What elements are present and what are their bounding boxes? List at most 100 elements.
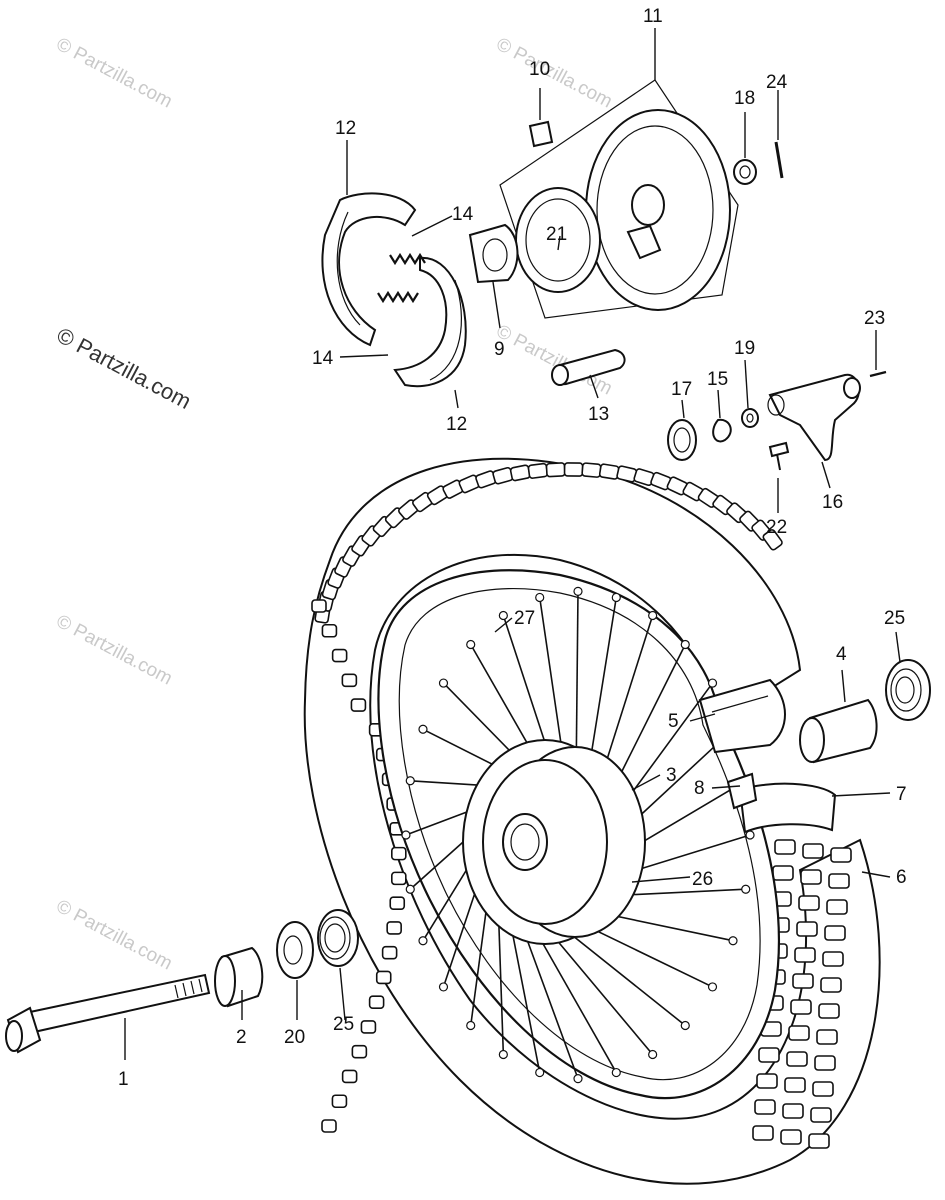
tread-block <box>350 698 367 712</box>
spacer-2-end <box>214 955 236 1007</box>
spoke-nipple <box>466 1020 476 1031</box>
tread-block <box>321 623 338 638</box>
brake-arm-16-hole <box>767 394 785 416</box>
callout-6: 6 <box>896 867 907 888</box>
callout-15: 15 <box>707 369 728 390</box>
tread-block <box>762 529 783 551</box>
tread-block <box>581 462 602 478</box>
tread-block <box>796 921 818 937</box>
bearing-25-left <box>317 909 359 967</box>
spoke-nipple <box>418 724 428 734</box>
tread-block <box>830 847 852 863</box>
tread-block <box>792 973 814 989</box>
callout-19: 19 <box>734 338 755 359</box>
tread-block <box>545 462 566 478</box>
hub-center <box>502 813 548 871</box>
callout-4: 4 <box>836 644 847 665</box>
spoke-nipple <box>741 884 751 894</box>
tread-block <box>786 1051 808 1067</box>
brake-panel-rim <box>596 125 714 295</box>
tread-block <box>818 1003 840 1019</box>
brake-cam-13-head <box>551 364 569 386</box>
spoke-nipple <box>648 610 658 621</box>
rim-band-tab <box>726 772 758 810</box>
callout-1: 1 <box>118 1069 129 1090</box>
tread-block <box>598 463 620 480</box>
brake-arm-16-clevis <box>843 377 861 399</box>
callout-16: 16 <box>822 492 843 513</box>
callout-13: 13 <box>588 404 609 425</box>
spoke-nipple <box>680 639 690 650</box>
spoke-nipple <box>680 1020 690 1031</box>
spoke-nipple <box>438 678 449 688</box>
tread-block <box>820 977 842 993</box>
tread-block <box>782 1103 804 1119</box>
callout-17: 17 <box>671 379 692 400</box>
spoke-nipple <box>573 586 583 596</box>
rim-band <box>738 782 837 834</box>
tread-block <box>788 1025 810 1041</box>
spoke-nipple <box>405 884 415 894</box>
callout-26: 26 <box>692 869 713 890</box>
axle-shaft <box>28 973 211 1034</box>
spoke-nipple <box>611 1067 621 1078</box>
wheel-assembly <box>303 457 881 1185</box>
tube-valve-section <box>698 678 786 754</box>
tread-block <box>381 945 398 960</box>
spoke-nipple <box>401 830 411 840</box>
spoke-nipple <box>535 592 545 603</box>
spoke-nipple <box>466 639 476 650</box>
bearing-25-right-race <box>890 668 922 712</box>
collar-4 <box>808 698 878 764</box>
tread-block <box>391 871 407 886</box>
callout-14-lower: 14 <box>312 348 334 369</box>
wear-indicator-17-inner <box>673 427 691 453</box>
bushing-10 <box>528 120 554 148</box>
spoke-nipple <box>707 678 718 688</box>
tread-block <box>389 896 406 910</box>
spoke-nipple <box>405 776 415 786</box>
callout-27: 27 <box>514 608 535 629</box>
callout-2: 2 <box>236 1027 247 1048</box>
cotter-pin-24 <box>774 141 784 179</box>
tread-block <box>386 921 402 935</box>
speedometer-gear-9-face <box>482 238 508 272</box>
tread-block <box>800 869 822 885</box>
tread-block <box>758 1047 780 1063</box>
tread-block <box>754 1099 776 1115</box>
tread-block <box>375 970 392 985</box>
callout-8: 8 <box>694 778 705 799</box>
spring-15 <box>712 418 732 443</box>
callout-12-lower: 12 <box>446 414 467 435</box>
callout-labels: 1 2 3 4 5 6 7 8 9 10 11 12 12 13 14 14 1… <box>118 6 907 1090</box>
watermark: © Partzilla.com <box>53 34 176 113</box>
tread-block <box>772 865 794 881</box>
callout-23: 23 <box>864 308 885 329</box>
spoke-nipple <box>535 1067 545 1078</box>
collar-4-end <box>799 717 825 763</box>
tread-block <box>802 843 824 859</box>
callout-5: 5 <box>668 711 679 732</box>
tread-block <box>814 1055 836 1071</box>
hub-bore <box>510 823 540 861</box>
brake-shoe-group <box>321 192 467 388</box>
leader-lines <box>124 28 901 1060</box>
washer-19 <box>741 408 759 428</box>
callout-7: 7 <box>896 784 907 805</box>
tread-block <box>351 1044 368 1059</box>
bearing-25-right <box>885 659 931 721</box>
spoke-nipple <box>438 982 449 992</box>
bearing-25-left-race <box>319 916 351 960</box>
washer-19-hole <box>746 413 754 423</box>
tread-block <box>391 846 407 861</box>
tube-section-inner <box>711 695 769 713</box>
brake-panel-group <box>468 79 784 319</box>
tread-block <box>341 673 358 688</box>
watermark-main: © Partzilla.com <box>53 322 196 414</box>
callout-20: 20 <box>284 1027 305 1048</box>
tread-block <box>794 947 816 963</box>
watermark: © Partzilla.com <box>53 896 176 975</box>
axle-group <box>5 659 931 1054</box>
tread-block <box>816 1029 838 1045</box>
watermark: © Partzilla.com <box>493 34 616 113</box>
